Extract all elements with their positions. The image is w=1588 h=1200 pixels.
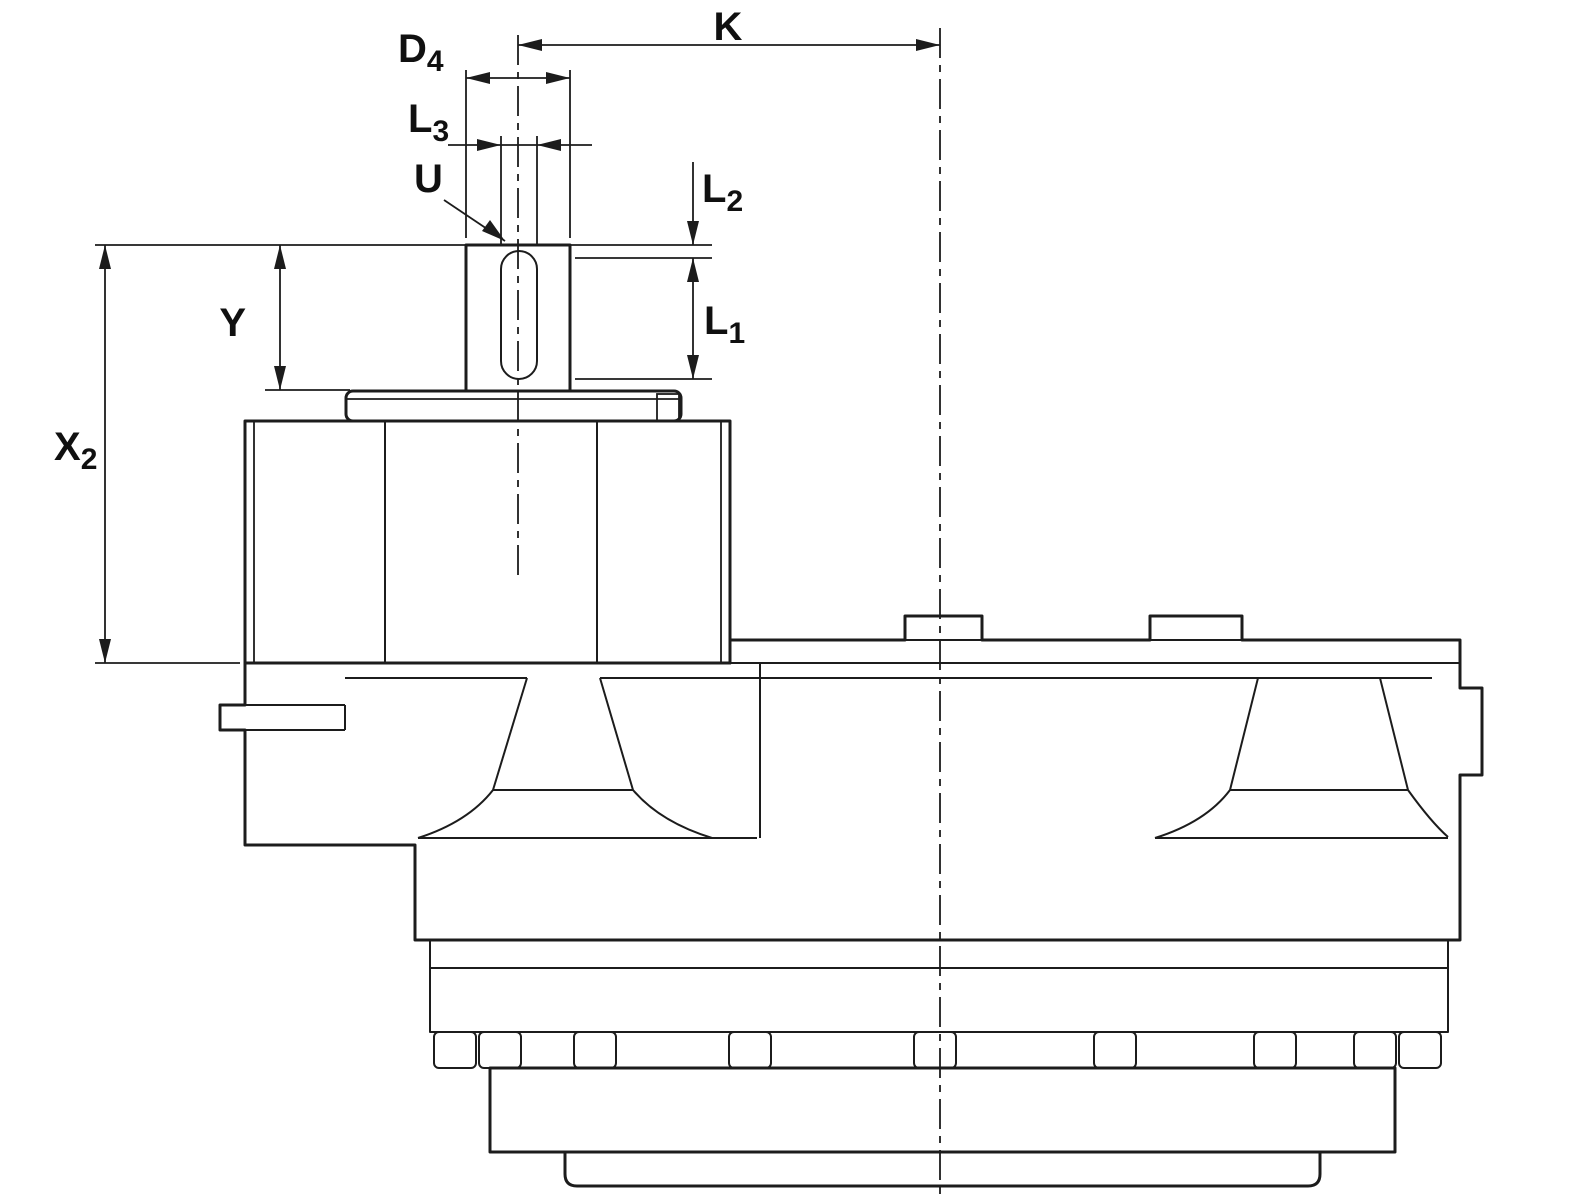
bolt xyxy=(913,1031,957,1069)
dimension-y: Y xyxy=(219,245,286,390)
arrowhead xyxy=(687,221,699,245)
arrowhead xyxy=(99,245,111,269)
bolt-row xyxy=(433,1031,1442,1069)
dimension-x2: X2 xyxy=(54,245,111,663)
housing-light-band xyxy=(429,967,1449,1033)
dimension-d4: D4 xyxy=(398,27,570,84)
arrowhead xyxy=(916,39,940,51)
dim-label-l3: L3 xyxy=(408,97,449,148)
gear-housing-body xyxy=(218,614,1484,942)
dimension-l2: L2 xyxy=(687,162,743,245)
bolt xyxy=(1253,1031,1297,1069)
extension-lines xyxy=(95,70,712,664)
arrowhead xyxy=(274,245,286,269)
arrowhead xyxy=(466,72,490,84)
dim-label-l2: L2 xyxy=(702,167,743,218)
arrowhead xyxy=(687,355,699,379)
dim-label-u: U xyxy=(414,157,443,201)
arrowhead xyxy=(99,639,111,663)
callout-u: U xyxy=(414,157,506,242)
dimension-l3: L3 xyxy=(408,97,592,151)
lower-housing xyxy=(488,1066,1397,1154)
arrowhead xyxy=(518,39,542,51)
arrowhead xyxy=(274,366,286,390)
shaft-flange xyxy=(344,389,683,423)
arrowhead xyxy=(477,139,501,151)
dimension-l1: L1 xyxy=(687,258,745,379)
housing-mid-band xyxy=(429,939,1449,969)
dim-label-l1: L1 xyxy=(704,299,745,350)
housing-internal-lines xyxy=(245,639,1460,839)
bolt xyxy=(728,1031,772,1069)
dim-label-x2: X2 xyxy=(54,425,97,476)
motor-adapter-block xyxy=(243,419,732,665)
dimension-k: K xyxy=(518,5,940,51)
keyway-slot xyxy=(500,250,538,380)
bottom-plate xyxy=(563,1150,1322,1188)
dim-label-k: K xyxy=(714,5,743,49)
bolt xyxy=(573,1031,617,1069)
arrowhead xyxy=(482,220,505,241)
bolt xyxy=(1398,1031,1442,1069)
bolt xyxy=(433,1031,477,1069)
dim-label-y: Y xyxy=(219,301,246,345)
arrowhead xyxy=(687,258,699,282)
bolt xyxy=(1353,1031,1397,1069)
bolt xyxy=(478,1031,522,1069)
arrowhead xyxy=(546,72,570,84)
bolt xyxy=(1093,1031,1137,1069)
dim-label-d4: D4 xyxy=(398,27,444,78)
arrowhead xyxy=(537,139,561,151)
